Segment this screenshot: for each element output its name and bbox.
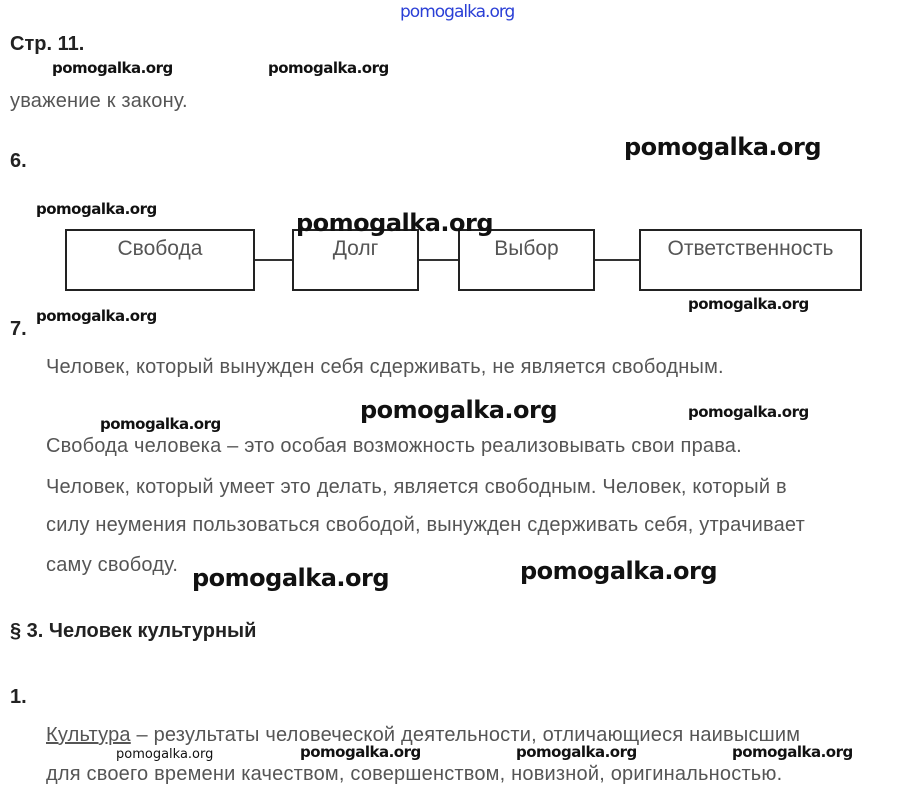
task-7-line: саму свободу. bbox=[46, 554, 179, 576]
watermark: pomogalka.org bbox=[36, 307, 157, 325]
watermark: pomogalka.org bbox=[268, 59, 389, 77]
watermark: pomogalka.org bbox=[516, 743, 637, 761]
intro-text: уважение к закону. bbox=[10, 90, 188, 112]
watermark: pomogalka.org bbox=[116, 747, 214, 762]
task-7-line: Человек, который вынужден себя сдерживат… bbox=[46, 356, 724, 378]
watermark-top: pomogalka.org bbox=[400, 2, 515, 22]
task-6-number: 6. bbox=[10, 150, 27, 172]
task-7-line: силу неумения пользоваться свободой, вын… bbox=[46, 514, 805, 536]
diagram-connector bbox=[595, 259, 639, 261]
watermark: pomogalka.org bbox=[688, 295, 809, 313]
watermark: pomogalka.org bbox=[688, 403, 809, 421]
term-culture: Культура bbox=[46, 724, 131, 746]
diagram-box-responsibility: Ответственность bbox=[639, 229, 862, 291]
diagram-box-choice: Выбор bbox=[458, 229, 595, 291]
task-7-line: Человек, который умеет это делать, являе… bbox=[46, 476, 787, 498]
watermark: pomogalka.org bbox=[100, 415, 221, 433]
diagram-box-freedom: Свобода bbox=[65, 229, 255, 291]
watermark: pomogalka.org bbox=[520, 557, 718, 585]
watermark: pomogalka.org bbox=[360, 396, 558, 424]
diagram-connector bbox=[255, 259, 292, 261]
task-1-number: 1. bbox=[10, 686, 27, 708]
watermark: pomogalka.org bbox=[296, 209, 494, 237]
watermark: pomogalka.org bbox=[732, 743, 853, 761]
watermark: pomogalka.org bbox=[192, 564, 390, 592]
task-7-line: Свобода человека – это особая возможност… bbox=[46, 435, 742, 457]
task-1-line: для своего времени качеством, совершенст… bbox=[46, 763, 783, 785]
section-title: § 3. Человек культурный bbox=[10, 620, 257, 642]
page-label: Стр. 11. bbox=[10, 33, 85, 55]
task-7-number: 7. bbox=[10, 318, 27, 340]
task-1-line: Культура – результаты человеческой деяте… bbox=[46, 724, 800, 747]
watermark: pomogalka.org bbox=[52, 59, 173, 77]
diagram-box-duty: Долг bbox=[292, 229, 419, 291]
watermark: pomogalka.org bbox=[36, 200, 157, 218]
diagram-connector bbox=[419, 259, 458, 261]
watermark: pomogalka.org bbox=[624, 133, 822, 161]
definition-text: – результаты человеческой деятельности, … bbox=[130, 724, 801, 746]
watermark: pomogalka.org bbox=[300, 743, 421, 761]
